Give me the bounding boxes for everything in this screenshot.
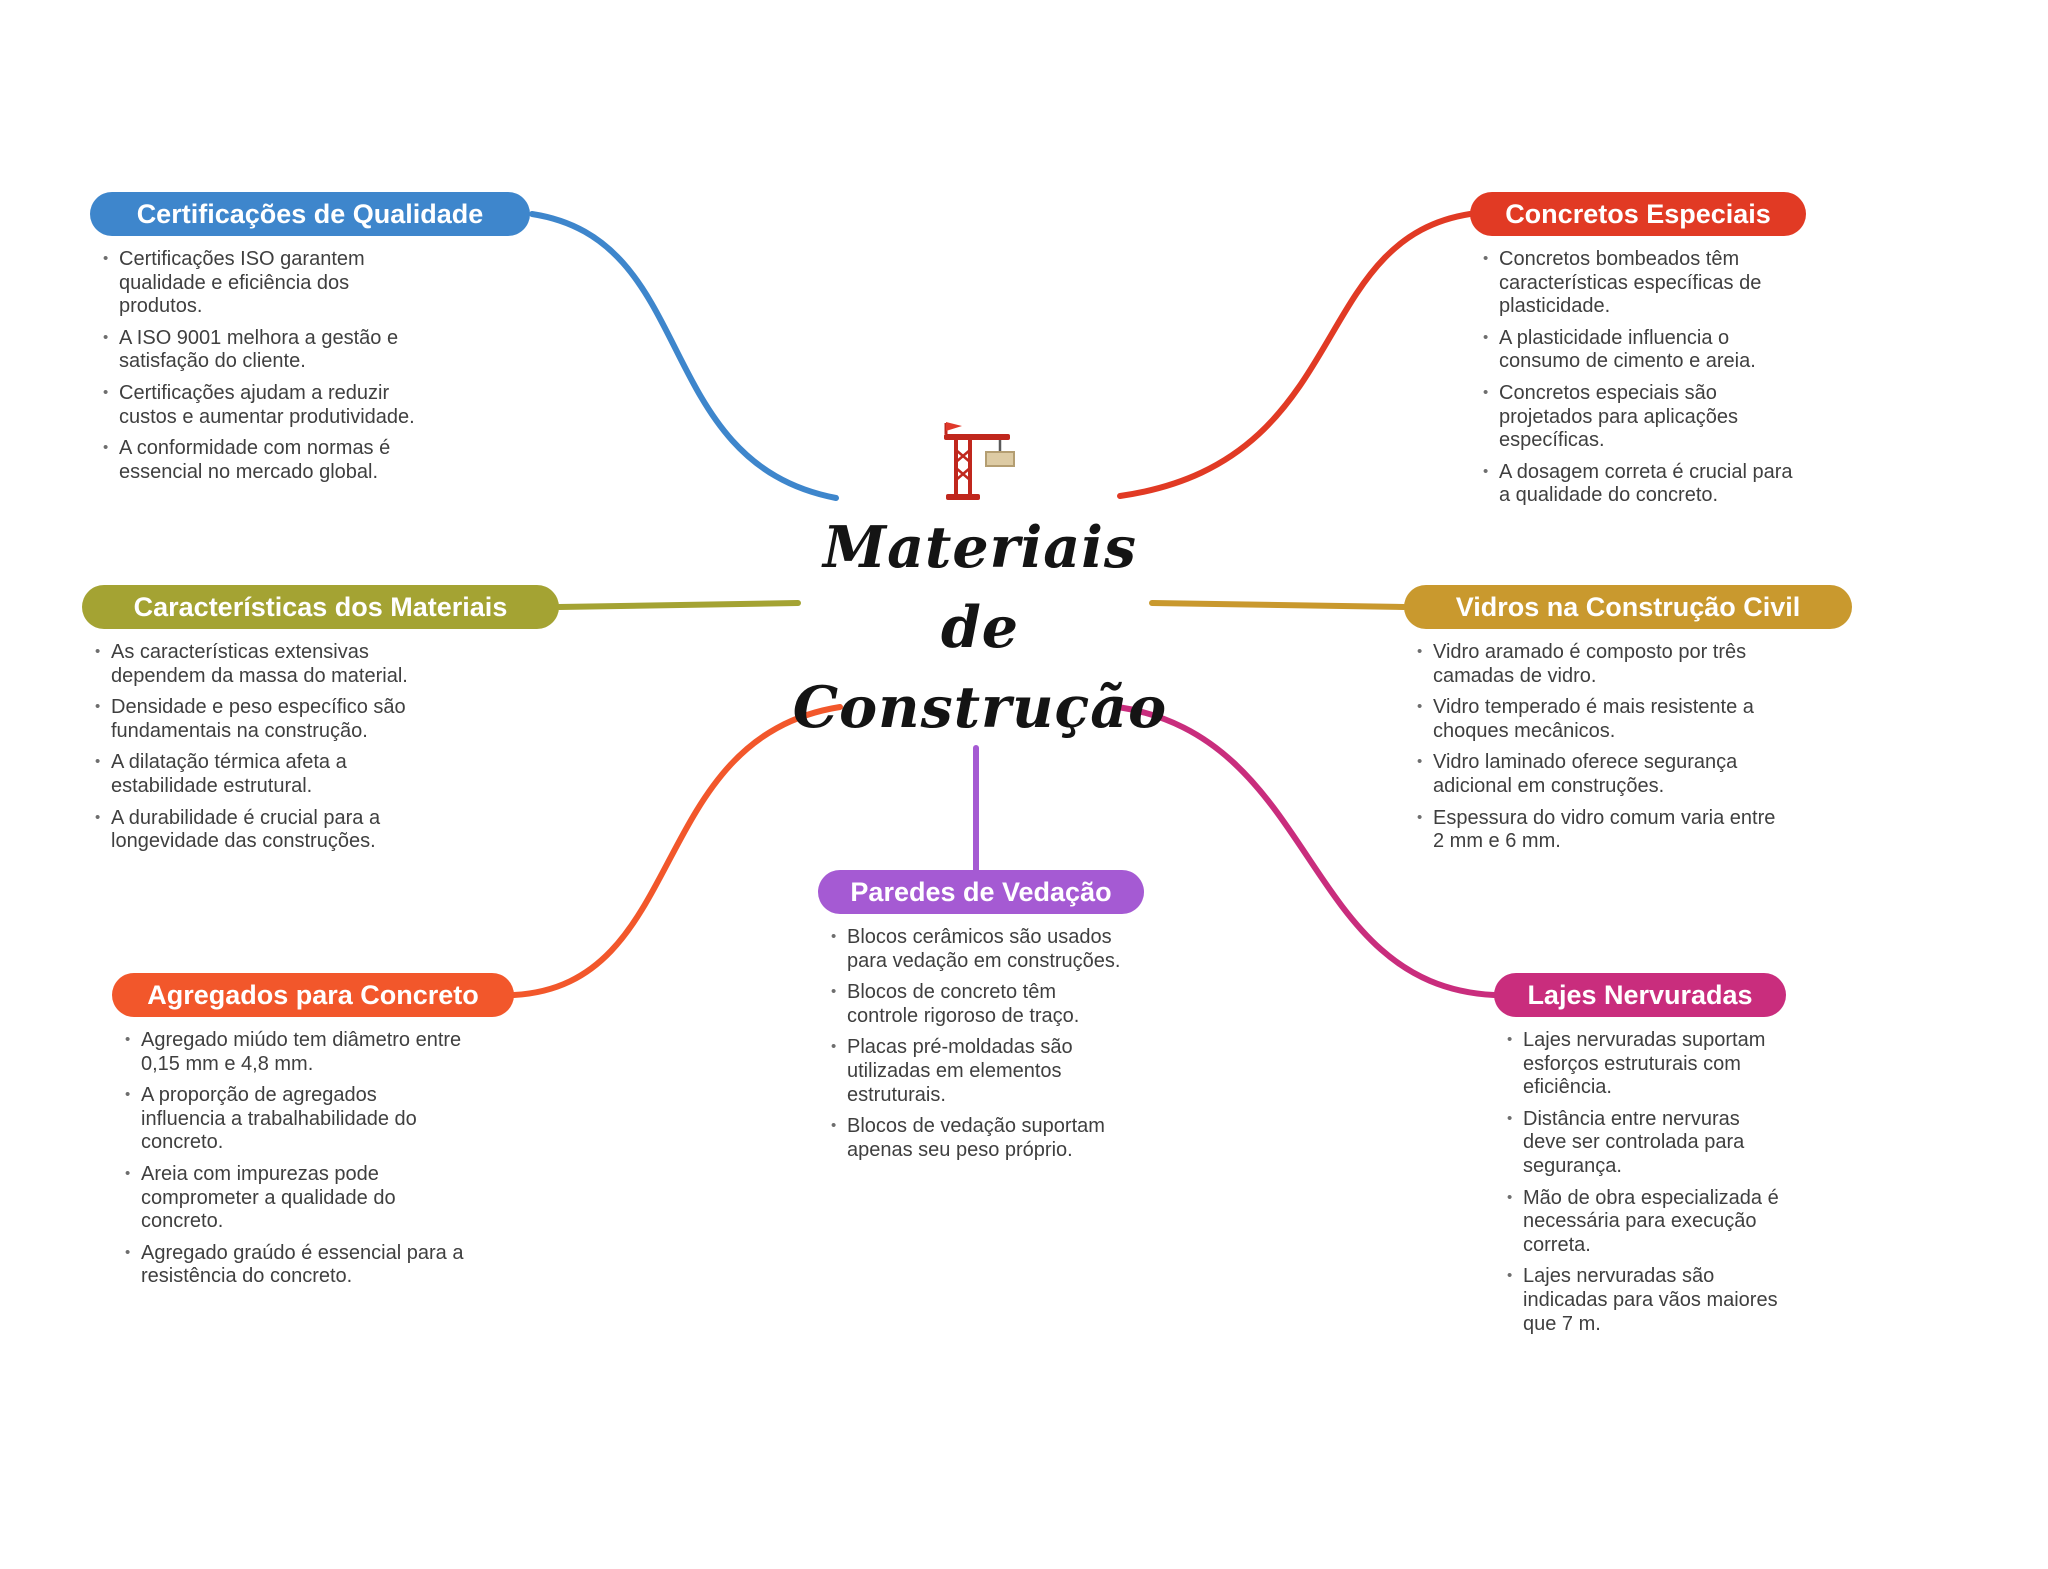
bullet-item: A proporção de agregados influencia a tr… [120,1084,465,1155]
bullet-list-agregados: Agregado miúdo tem diâmetro entre 0,15 m… [120,1029,465,1289]
branch-header-lajes: Lajes Nervuradas [1494,973,1786,1017]
bullet-list-paredes: Blocos cerâmicos são usados para vedação… [826,926,1132,1162]
bullet-item: Lajes nervuradas suportam esforços estru… [1502,1029,1788,1100]
branch-header-caracteristicas: Características dos Materiais [82,585,559,629]
branch-concretos: Concretos Especiais Concretos bombeados … [1470,192,1806,516]
bullet-list-certificacoes: Certificações ISO garantem qualidade e e… [98,248,420,484]
center-title-line-2: de [940,594,1020,661]
bullet-item: Vidro temperado é mais resistente a choq… [1412,696,1778,743]
bullet-item: A durabilidade é crucial para a longevid… [90,807,430,854]
bullet-item: Areia com impurezas pode comprometer a q… [120,1163,465,1234]
branch-agregados: Agregados para Concreto Agregado miúdo t… [112,973,514,1297]
bullet-item: Blocos de concreto têm controle rigoroso… [826,981,1132,1028]
bullet-item: Certificações ISO garantem qualidade e e… [98,248,420,319]
bullet-item: Placas pré-moldadas são utilizadas em el… [826,1036,1132,1107]
bullet-item: Espessura do vidro comum varia entre 2 m… [1412,807,1778,854]
branch-header-paredes: Paredes de Vedação [818,870,1144,914]
branch-paredes: Paredes de Vedação Blocos cerâmicos são … [818,870,1144,1170]
bullet-list-concretos: Concretos bombeados têm características … [1478,248,1800,508]
bullet-item: Agregado graúdo é essencial para a resis… [120,1242,465,1289]
bullet-item: Densidade e peso específico são fundamen… [90,696,430,743]
bullet-item: Agregado miúdo tem diâmetro entre 0,15 m… [120,1029,465,1076]
bullet-item: Vidro aramado é composto por três camada… [1412,641,1778,688]
bullet-list-vidros: Vidro aramado é composto por três camada… [1412,641,1778,854]
bullet-item: A dosagem correta é crucial para a quali… [1478,461,1800,508]
branch-header-certificacoes: Certificações de Qualidade [90,192,530,236]
bullet-item: Vidro laminado oferece segurança adicion… [1412,751,1778,798]
crane-icon [938,420,1022,504]
center-title: Materiais de Construção [780,508,1180,748]
bullet-item: Concretos especiais são projetados para … [1478,382,1800,453]
branch-header-concretos: Concretos Especiais [1470,192,1806,236]
bullet-item: Distância entre nervuras deve ser contro… [1502,1108,1788,1179]
branch-header-vidros: Vidros na Construção Civil [1404,585,1852,629]
bullet-item: Blocos cerâmicos são usados para vedação… [826,926,1132,973]
bullet-item: Mão de obra especializada é necessária p… [1502,1187,1788,1258]
branch-caracteristicas: Características dos Materiais As caracte… [82,585,559,862]
bullet-item: A plasticidade influencia o consumo de c… [1478,327,1800,374]
center-title-line-3: Construção [792,674,1168,741]
bullet-item: Blocos de vedação suportam apenas seu pe… [826,1115,1132,1162]
connector-agregados [511,704,843,998]
branch-vidros: Vidros na Construção Civil Vidro aramado… [1404,585,1852,862]
bullet-item: Certificações ajudam a reduzir custos e … [98,382,420,429]
bullet-item: A ISO 9001 melhora a gestão e satisfação… [98,327,420,374]
bullet-item: As características extensivas dependem d… [90,641,430,688]
center-node: Materiais de Construção [780,420,1180,748]
bullet-item: Concretos bombeados têm características … [1478,248,1800,319]
connector-vidros [1149,600,1407,610]
center-title-line-1: Materiais [823,514,1137,581]
branch-certificacoes: Certificações de Qualidade Certificações… [90,192,530,492]
bullet-list-lajes: Lajes nervuradas suportam esforços estru… [1502,1029,1788,1336]
branch-header-agregados: Agregados para Concreto [112,973,514,1017]
bullet-item: Lajes nervuradas são indicadas para vãos… [1502,1265,1788,1336]
bullet-list-caracteristicas: As características extensivas dependem d… [90,641,430,854]
branch-lajes: Lajes Nervuradas Lajes nervuradas suport… [1494,973,1786,1344]
bullet-item: A conformidade com normas é essencial no… [98,437,420,484]
bullet-item: A dilatação térmica afeta a estabilidade… [90,751,430,798]
connector-caracteristicas [556,600,801,610]
